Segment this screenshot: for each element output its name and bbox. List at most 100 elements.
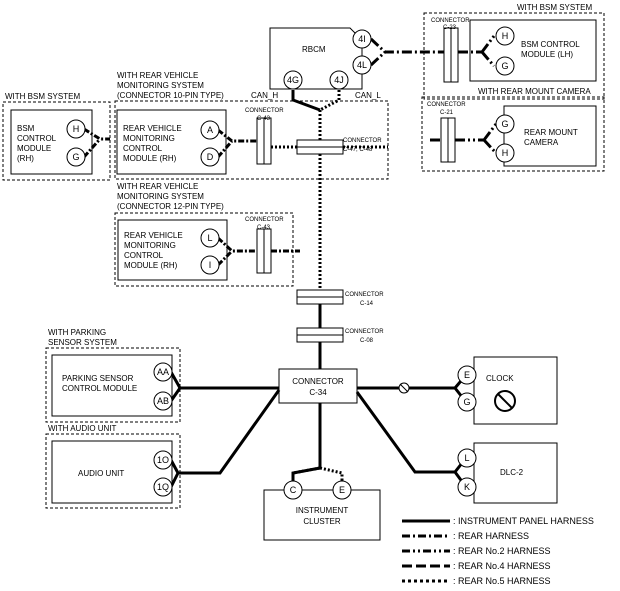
pin-cluster-c: C [290,485,297,495]
bsm-rh-label-2: CONTROL [17,134,57,143]
pin-rvm10-a: A [207,125,213,135]
connector-c34-label-2: C-34 [309,388,327,397]
wire-c34-audio [178,389,281,475]
legend-label-3: : REAR No.4 HARNESS [453,561,551,571]
can-l-label: CAN_L [355,91,381,100]
pin-rear-cam-h: H [502,148,509,158]
wire-rvm12-c43 [216,236,257,253]
connector-c4748-label-2: C-47, C-48 [343,147,373,153]
section-rvm10-2: MONITORING SYSTEM [117,81,204,90]
connector-c14-label-2: C-14 [360,301,374,307]
cluster-label-1: INSTRUMENT [296,506,349,515]
prohibited-icon [494,390,516,412]
pin-bsm-rh-g: G [72,152,79,162]
wire-c34-dlc [355,391,455,474]
bsm-rh-box [10,109,93,175]
connector-c43b-label-1: CONNECTOR [245,217,284,223]
pin-rbcm-4j: 4J [334,75,344,85]
section-rvm12-3: (CONNECTOR 12-PIN TYPE) [117,202,224,211]
clock-label: CLOCK [486,374,514,383]
frame-bsm-lh [423,12,605,100]
wire-rbcm-c23 [369,37,444,54]
bsm-lh-label-1: BSM CONTROL [521,40,580,49]
wire-rvm10-c43 [217,128,257,143]
pin-rvm12-i: I [209,260,212,270]
rvm12-label-4: MODULE (RH) [124,261,178,270]
pin-rbcm-4l: 4L [357,60,367,70]
frame-rvm12 [114,212,294,287]
frame-audio [45,433,181,509]
section-audio: WITH AUDIO UNIT [48,424,117,433]
rvm12-label-2: MONITORING [124,241,176,250]
pin-rear-cam-g: G [501,119,508,129]
frame-bsm-rh [2,101,111,181]
pin-bsm-lh-h: H [502,31,509,41]
connector-c23-label-2: C-23 [443,25,457,31]
parking-label-2: CONTROL MODULE [62,384,137,393]
pin-dlc-l: L [464,453,469,463]
pin-rvm12-l: L [207,233,212,243]
rvm10-label-1: REAR VEHICLE [123,124,182,133]
connector-c08-label-2: C-08 [360,338,374,344]
parking-box [51,354,173,417]
wire-rbcm-4j [319,90,341,112]
rvm10-label-2: MONITORING [123,134,175,143]
pin-bsm-rh-h: H [73,124,80,134]
connector-c21-label-1: CONNECTOR [427,102,466,108]
pin-audio-1o: 1O [157,455,169,465]
parking-label-1: PARKING SENSOR [62,374,134,383]
cluster-label-2: CLUSTER [303,517,341,526]
connector-c34-label-1: CONNECTOR [292,377,344,386]
bsm-lh-label-2: MODULE (LH) [521,50,573,59]
legend-label-1: : REAR HARNESS [453,531,529,541]
section-parking-2: SENSOR SYSTEM [48,338,117,347]
audio-box [51,440,173,504]
rbcm-label: RBCM [302,45,326,54]
section-rvm12-2: MONITORING SYSTEM [117,192,204,201]
frame-rvm10 [114,100,389,180]
fuse-symbol [398,382,410,394]
wire-c34-parking [169,371,279,390]
bsm-rh-label-3: MODULE [17,144,51,153]
option-frames [2,12,605,509]
connector-c34-block [278,368,358,404]
connector-c23-label-1: CONNECTOR [431,18,470,24]
rvm10-box [116,109,227,175]
connector-c43a-label-2: C-43 [257,116,271,122]
bsm-rh-label-1: BSM [17,124,35,133]
rvm12-label-1: REAR VEHICLE [124,231,183,240]
pin-clock-g: G [463,397,470,407]
pin-bsm-lh-g: G [501,61,508,71]
connector-c43b-label-2: C-43 [257,225,271,231]
pin-parking-ab: AB [157,396,169,406]
pin-rvm10-d: D [207,152,214,162]
section-parking-1: WITH PARKING [48,328,106,337]
connector-c08-label-1: CONNECTOR [345,329,384,335]
legend-label-0: : INSTRUMENT PANEL HARNESS [453,516,594,526]
can-h-label: CAN_H [251,91,278,100]
clock-box [473,356,558,425]
section-rvm10-1: WITH REAR VEHICLE [117,71,198,80]
section-bsm-lh: WITH BSM SYSTEM [517,3,592,12]
rear-cam-label-1: REAR MOUNT [524,128,578,137]
section-rear-cam: WITH REAR MOUNT CAMERA [478,87,591,96]
connector-c21-label-2: C-21 [440,110,454,116]
bsm-lh-box [469,19,597,82]
pin-cluster-e: E [339,485,345,495]
connector-c14-label-1: CONNECTOR [345,292,384,298]
rvm12-box [117,219,228,281]
rear-cam-label-2: CAMERA [524,138,559,147]
wire-rbcm-4g [291,90,321,112]
legend-label-4: : REAR No.5 HARNESS [453,576,551,586]
connector-c4748-label-1: CONNECTOR [343,138,382,144]
legend-label-2: : REAR No.2 HARNESS [453,546,551,556]
pin-clock-e: E [464,370,470,380]
pin-audio-1q: 1Q [157,482,169,492]
frame-rear-cam [421,96,605,172]
legend [402,519,450,583]
rvm10-label-3: CONTROL [123,144,163,153]
dlc-label: DLC-2 [500,468,524,477]
section-rvm10-3: (CONNECTOR 10-PIN TYPE) [117,91,224,100]
section-rvm12-1: WITH REAR VEHICLE [117,182,198,191]
